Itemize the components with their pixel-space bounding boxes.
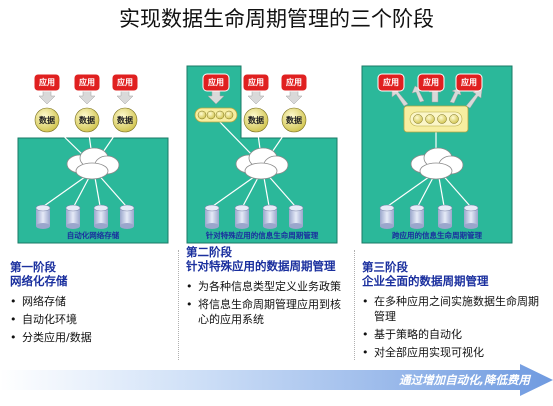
divider	[178, 250, 179, 360]
app-label: 应用	[248, 78, 264, 87]
stage-title: 针对特殊应用的数据周期管理	[186, 259, 336, 273]
data-label: 数据	[39, 116, 55, 125]
stage-number: 第三阶段	[362, 260, 408, 274]
app-label: 应用	[117, 78, 133, 87]
page-title: 实现数据生命周期管理的三个阶段	[119, 7, 434, 31]
app-label: 应用	[423, 78, 439, 87]
disk-cylinders	[379, 204, 479, 229]
data-icons	[243, 107, 307, 133]
disk-cylinders	[204, 204, 304, 229]
app-label: 应用	[208, 78, 224, 87]
app-label: 应用	[79, 78, 95, 87]
data-label: 数据	[79, 116, 95, 125]
app-label: 应用	[39, 78, 55, 87]
bullet-item: 基于策略的自动化	[362, 327, 547, 342]
network-cloud-icon	[235, 147, 289, 180]
bullet-item: 在多种应用之间实施数据生命周期管理	[362, 294, 547, 324]
progress-arrow-label: 通过增加自动化,降低费用	[399, 373, 530, 387]
data-label: 数据	[286, 116, 302, 125]
stage-title: 网络化存储	[10, 274, 68, 288]
app-icons	[33, 73, 139, 92]
app-label: 应用	[461, 78, 477, 87]
stage-1-text: 第一阶段 网络化存储 网络存储 自动化环境 分类应用/数据	[10, 260, 170, 348]
bullet-item: 将信息生命周期管理应用到核心的应用系统	[186, 297, 351, 327]
divider	[354, 250, 355, 360]
box-label: 自动化网络存储	[66, 231, 120, 240]
bullet-item: 自动化环境	[10, 312, 170, 327]
policy-engine-icon	[194, 107, 238, 123]
bullet-list: 为各种信息类型定义业务政策 将信息生命周期管理应用到核心的应用系统	[186, 279, 351, 327]
data-icons	[34, 107, 138, 133]
app-label: 应用	[286, 78, 302, 87]
app-label: 应用	[383, 78, 399, 87]
progress-arrow	[0, 364, 553, 404]
app-icons	[202, 73, 308, 92]
data-label: 数据	[248, 116, 264, 125]
bullet-item: 分类应用/数据	[10, 330, 170, 345]
network-cloud-icon	[66, 147, 120, 180]
disk-cylinders	[35, 204, 135, 229]
data-label: 数据	[117, 116, 133, 125]
network-cloud-icon	[410, 147, 464, 180]
app-icons	[377, 73, 483, 92]
box-label: 针对特殊应用的信息生命周期管理	[205, 231, 319, 240]
stage-2-diagram: 应用 应用 应用 数据 数据 针对特殊应用的信息生命周期管理	[183, 62, 343, 247]
box-label: 跨应用的信息生命周期管理	[392, 231, 482, 240]
policy-engine-icon	[403, 105, 469, 133]
stage-number: 第二阶段	[186, 245, 232, 259]
stage-title: 企业全面的数据周期管理	[362, 274, 489, 288]
bullet-list: 在多种应用之间实施数据生命周期管理 基于策略的自动化 对全部应用实现可视化	[362, 294, 547, 360]
bullet-item: 对全部应用实现可视化	[362, 345, 547, 360]
bullet-list: 网络存储 自动化环境 分类应用/数据	[10, 294, 170, 345]
stage-2-text: 第二阶段 针对特殊应用的数据周期管理 为各种信息类型定义业务政策 将信息生命周期…	[186, 245, 351, 330]
stage-1-diagram: 应用 应用 应用 数据 数据 数据 自动化网络存储	[14, 62, 174, 247]
stage-number: 第一阶段	[10, 260, 56, 274]
bullet-item: 为各种信息类型定义业务政策	[186, 279, 351, 294]
stage-3-diagram: 应用 应用 应用 跨应用的信息生命周期管理	[358, 62, 518, 247]
bullet-item: 网络存储	[10, 294, 170, 309]
stage-3-text: 第三阶段 企业全面的数据周期管理 在多种应用之间实施数据生命周期管理 基于策略的…	[362, 260, 547, 363]
